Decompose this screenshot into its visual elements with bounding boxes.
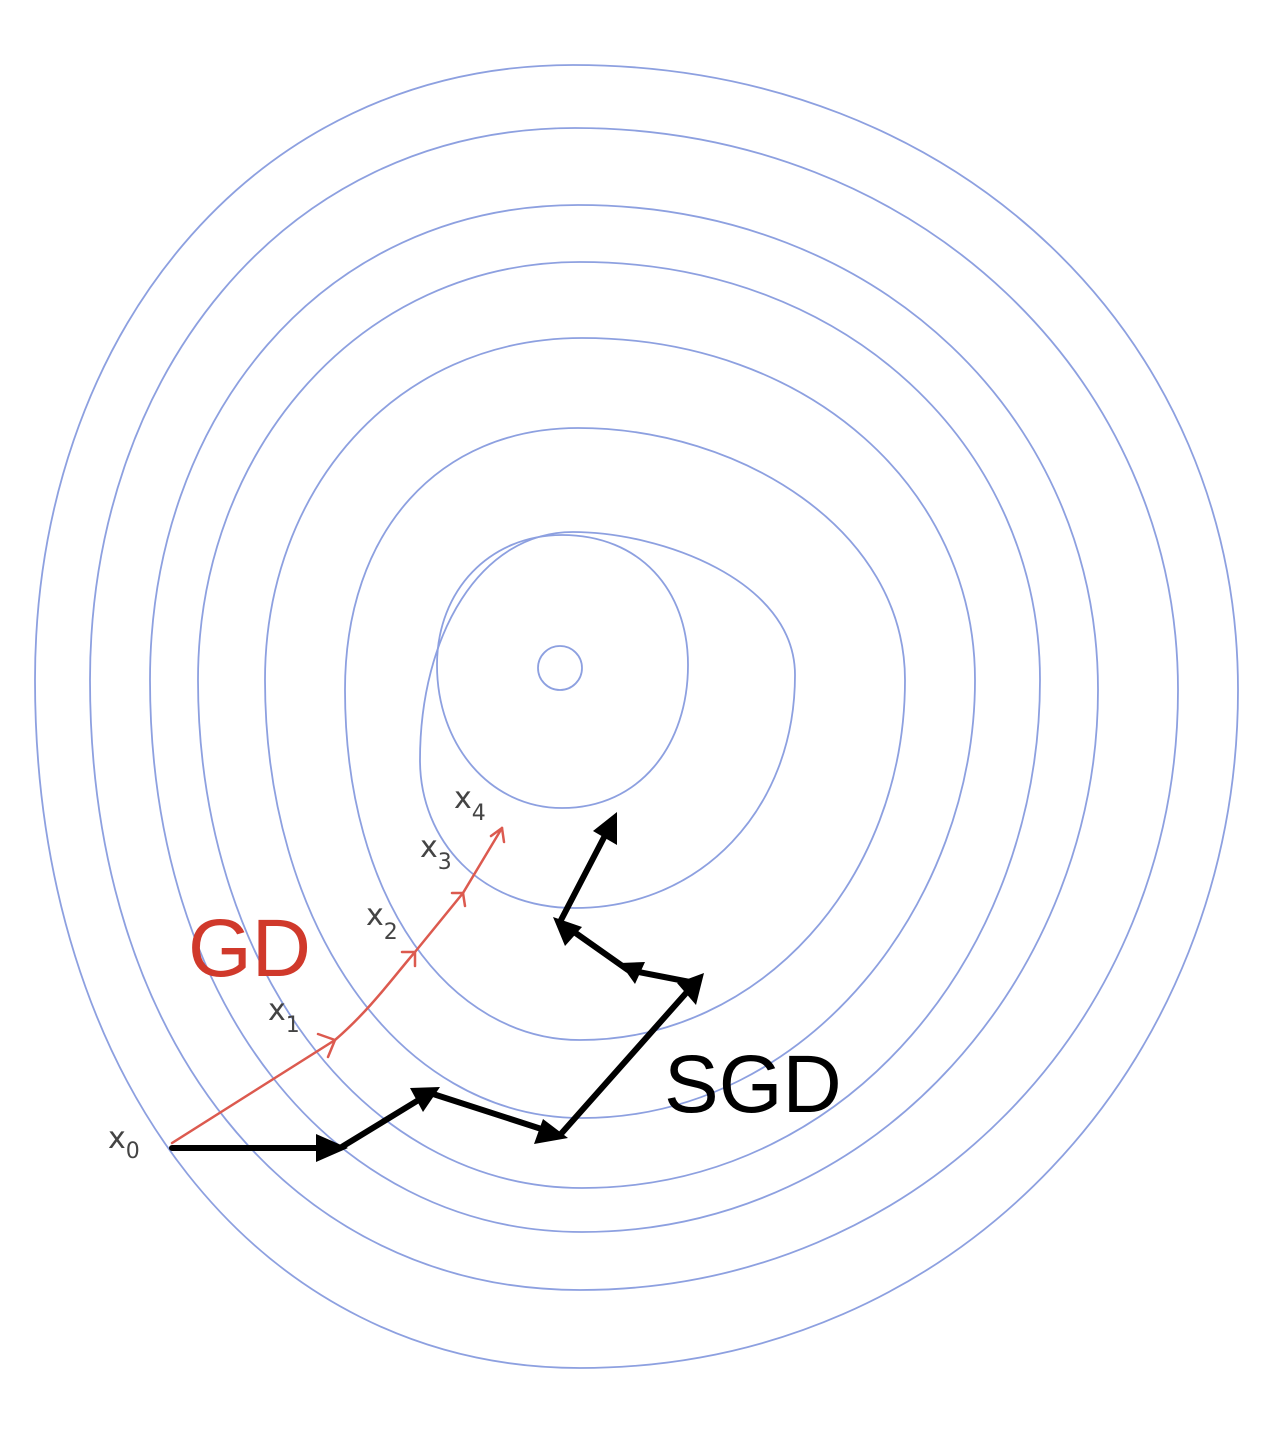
contour-lines — [34, 64, 1239, 1369]
sgd-arrowhead — [410, 1087, 440, 1112]
sgd-arrowhead — [553, 917, 582, 946]
contour-line — [264, 337, 976, 1119]
contour-line — [149, 204, 1099, 1233]
sgd-arrowhead — [677, 973, 704, 1005]
contour-center — [537, 645, 583, 691]
contour-line — [34, 64, 1239, 1369]
iterate-label-x1: x1 — [268, 993, 300, 1038]
iterate-label-x4: x4 — [454, 781, 486, 826]
sgd-arrowhead — [620, 962, 645, 984]
iterate-labels: x0 x1 x2 x3 x4 — [108, 781, 486, 1164]
sgd-trajectory — [169, 812, 704, 1162]
gd-arrowhead — [400, 950, 417, 968]
iterate-label-x3: x3 — [420, 830, 452, 875]
gd-arrowhead — [316, 1032, 337, 1059]
iterate-label-x2: x2 — [366, 898, 398, 945]
gd-arrowhead — [489, 826, 506, 844]
contour-line — [436, 534, 689, 809]
gd-arrowhead — [450, 891, 467, 908]
gd-trajectory — [170, 826, 506, 1145]
iterate-label-x0: x0 — [108, 1121, 140, 1164]
gd-label: GD — [188, 903, 311, 994]
sgd-arrowhead — [534, 1119, 568, 1144]
sgd-arrowhead — [316, 1134, 348, 1162]
sgd-arrowhead — [593, 812, 617, 845]
sgd-label: SGD — [664, 1039, 842, 1130]
contour-line — [197, 261, 1041, 1189]
contour-line — [344, 427, 906, 1041]
contour-line — [89, 127, 1179, 1291]
contour-line — [419, 531, 796, 909]
